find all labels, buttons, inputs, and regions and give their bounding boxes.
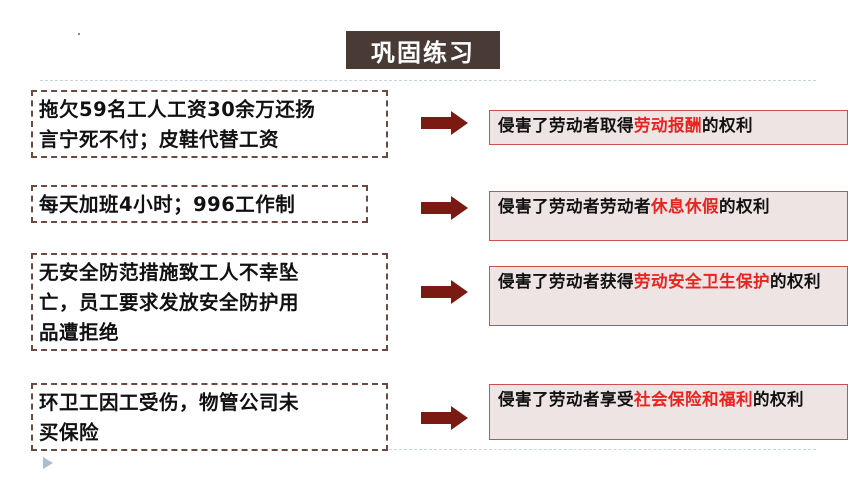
result-3-suffix: 的权利 — [770, 272, 821, 291]
result-box-2: 侵害了劳动者劳动者休息休假的权利 — [489, 191, 848, 241]
case-1-line-1: 拖欠59名工人工资30余万还扬 — [39, 98, 316, 121]
result-1-highlight: 劳动报酬 — [634, 116, 702, 135]
top-divider — [40, 80, 816, 81]
result-4-prefix: 侵害了劳动者享受 — [498, 390, 634, 409]
result-2-prefix: 侵害了劳动者劳动者 — [498, 197, 651, 216]
result-1-suffix: 的权利 — [702, 116, 753, 135]
result-4-suffix: 的权利 — [753, 390, 804, 409]
result-box-4: 侵害了劳动者享受社会保险和福利的权利 — [489, 384, 848, 440]
decorative-dot — [78, 33, 80, 35]
case-2-line-1: 每天加班4小时；996工作制 — [39, 193, 296, 216]
page-title: 巩固练习 — [346, 31, 500, 69]
case-4-line-1: 环卫工因工受伤，物管公司未 — [39, 391, 300, 414]
case-box-1: 拖欠59名工人工资30余万还扬 言宁死不付；皮鞋代替工资 — [31, 90, 388, 158]
right-arrow-icon — [421, 406, 468, 430]
result-3-highlight: 劳动安全卫生保护 — [634, 272, 770, 291]
case-3-line-3: 品遭拒绝 — [39, 321, 120, 344]
result-2-suffix: 的权利 — [719, 197, 770, 216]
result-box-3: 侵害了劳动者获得劳动安全卫生保护的权利 — [489, 266, 848, 326]
case-4-line-2: 买保险 — [39, 421, 100, 444]
case-3-line-1: 无安全防范措施致工人不幸坠 — [39, 261, 300, 284]
result-box-1: 侵害了劳动者取得劳动报酬的权利 — [489, 110, 848, 145]
bottom-divider — [40, 449, 816, 450]
case-box-2: 每天加班4小时；996工作制 — [31, 185, 368, 223]
result-4-highlight: 社会保险和福利 — [634, 390, 753, 409]
right-arrow-icon — [421, 111, 468, 135]
case-box-4: 环卫工因工受伤，物管公司未 买保险 — [31, 383, 388, 451]
result-2-highlight: 休息休假 — [651, 197, 719, 216]
play-triangle-icon[interactable] — [42, 456, 54, 470]
case-1-line-2: 言宁死不付；皮鞋代替工资 — [39, 128, 280, 151]
case-box-3: 无安全防范措施致工人不幸坠 亡，员工要求发放安全防护用 品遭拒绝 — [31, 253, 388, 351]
result-3-prefix: 侵害了劳动者获得 — [498, 272, 634, 291]
right-arrow-icon — [421, 196, 468, 220]
result-1-prefix: 侵害了劳动者取得 — [498, 116, 634, 135]
case-3-line-2: 亡，员工要求发放安全防护用 — [39, 291, 300, 314]
right-arrow-icon — [421, 280, 468, 304]
